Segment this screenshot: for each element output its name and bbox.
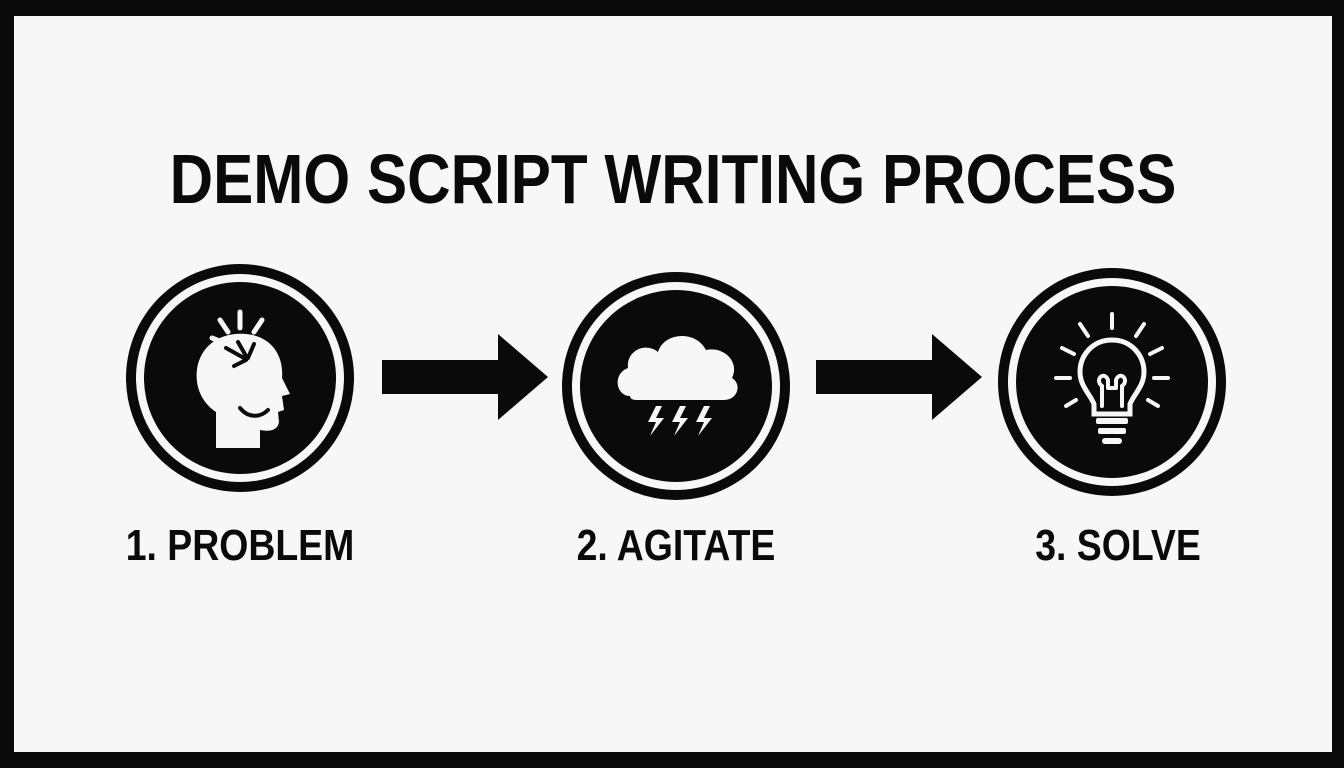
step-agitate-circle [560, 270, 792, 502]
diagram-title: DEMO SCRIPT WRITING PROCESS [169, 140, 1177, 218]
step-agitate-label: 2. AGITATE [576, 521, 776, 570]
lightbulb-icon [998, 268, 1226, 496]
step-solve-circle [996, 266, 1228, 498]
arrow-right-icon [382, 334, 548, 420]
head-pain-icon [126, 264, 354, 492]
storm-cloud-icon [562, 272, 790, 500]
step-problem-label: 1. PROBLEM [125, 521, 355, 570]
step-problem-circle [124, 262, 356, 494]
arrow-right-icon [816, 334, 982, 420]
diagram-canvas: DEMO SCRIPT WRITING PROCESS 1. PROBLEM [14, 16, 1332, 752]
step-solve-label: 3. SOLVE [1035, 521, 1201, 570]
